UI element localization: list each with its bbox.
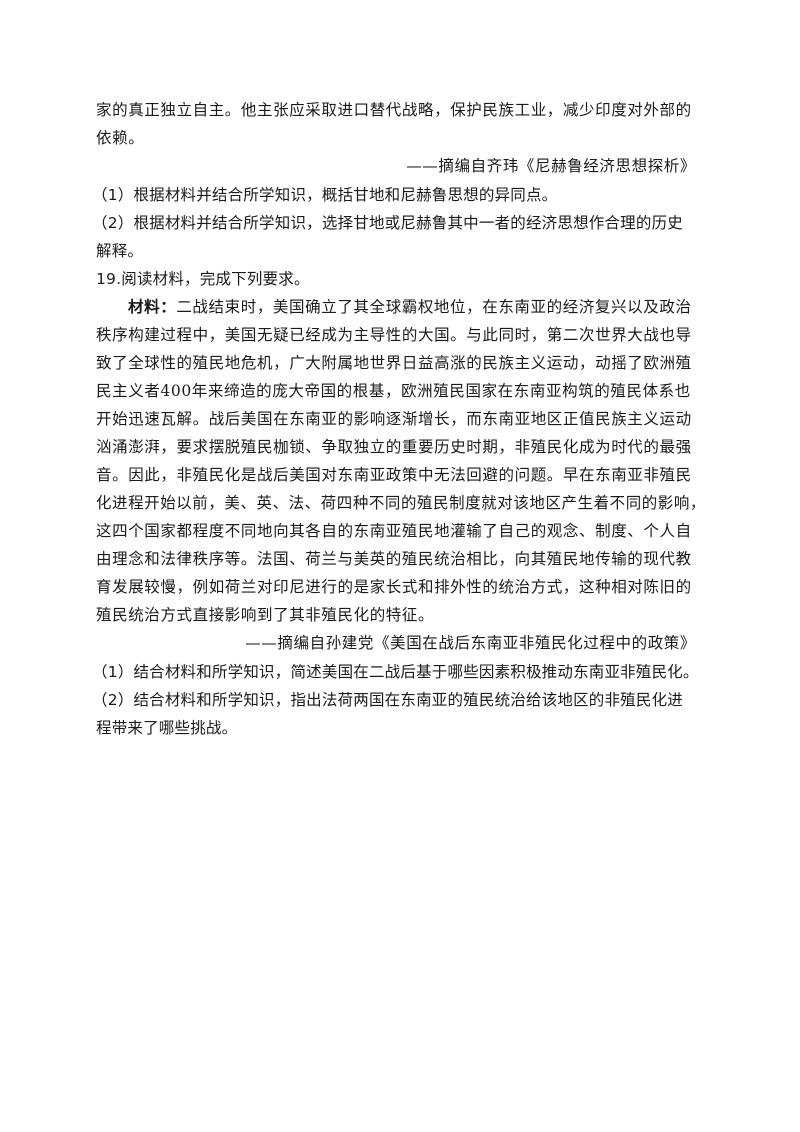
- material-text-line: 秩序构建过程中，美国无疑已经成为主导性的大国。与此同时，第二次世界大战也导: [96, 326, 692, 344]
- question-19-heading: 19.阅读材料，完成下列要求。: [96, 270, 310, 288]
- question-19-1: （1）结合材料和所学知识，简述美国在二战后基于哪些因素积极推动东南亚非殖民化。: [92, 663, 699, 681]
- question-18-2-cont: 解释。: [96, 242, 144, 260]
- material-text-line: 汹涌澎湃，要求摆脱殖民枷锁、争取独立的重要历史时期，非殖民化成为时代的最强: [96, 438, 692, 456]
- material-source: ——摘编自齐玮《尼赫鲁经济思想探析》: [406, 157, 696, 175]
- question-19-2-cont: 程带来了哪些挑战。: [96, 719, 238, 737]
- material-text-line: 致了全球性的殖民地危机，广大附属地世界日益高涨的民族主义运动，动摇了欧洲殖: [96, 354, 692, 372]
- material-text-line: 由理念和法律秩序等。法国、荷兰与美英的殖民统治相比，向其殖民地传输的现代教: [96, 550, 692, 568]
- material-text-line: 民主义者400年来缔造的庞大帝国的根基，欧洲殖民国家在东南亚构筑的殖民体系也: [96, 382, 691, 400]
- material-text-line: 音。因此，非殖民化是战后美国对东南亚政策中无法回避的问题。早在东南亚非殖民: [96, 466, 692, 484]
- material-text-line: 这四个国家都程度不同地向其各自的东南亚殖民地灌输了自己的观念、制度、个人自: [96, 522, 692, 540]
- material-text-line: 化进程开始以前，美、英、法、荷四种不同的殖民制度就对该地区产生着不同的影响，: [96, 494, 706, 512]
- material-paragraph-first-line: 材料：二战结束时，美国确立了其全球霸权地位，在东南亚的经济复兴以及政治: [128, 296, 692, 318]
- material-text-line: 家的真正独立自主。他主张应采取进口替代战略，保护民族工业，减少印度对外部的: [96, 101, 692, 119]
- question-18-2: （2）根据材料并结合所学知识，选择甘地或尼赫鲁其中一者的经济思想作合理的历史: [92, 214, 683, 232]
- material-text-line: 开始迅速瓦解。战后美国在东南亚的影响逐渐增长，而东南亚地区正值民族主义运动: [96, 410, 692, 428]
- material-text-line: 殖民统治方式直接影响到了其非殖民化的特征。: [96, 606, 435, 624]
- material-source: ——摘编自孙建党《美国在战后东南亚非殖民化过程中的政策》: [245, 634, 696, 652]
- material-text-line: 依赖。: [96, 129, 145, 147]
- question-18-1: （1）根据材料并结合所学知识，概括甘地和尼赫鲁思想的异同点。: [92, 186, 558, 204]
- question-19-2: （2）结合材料和所学知识，指出法荷两国在东南亚的殖民统治给该地区的非殖民化进: [92, 691, 683, 709]
- material-text-line: 育发展较慢，例如荷兰对印尼进行的是家长式和排外性的统治方式，这种相对陈旧的: [96, 578, 692, 596]
- material-label: 材料：: [128, 297, 177, 316]
- material-text-line: 二战结束时，美国确立了其全球霸权地位，在东南亚的经济复兴以及政治: [176, 298, 692, 316]
